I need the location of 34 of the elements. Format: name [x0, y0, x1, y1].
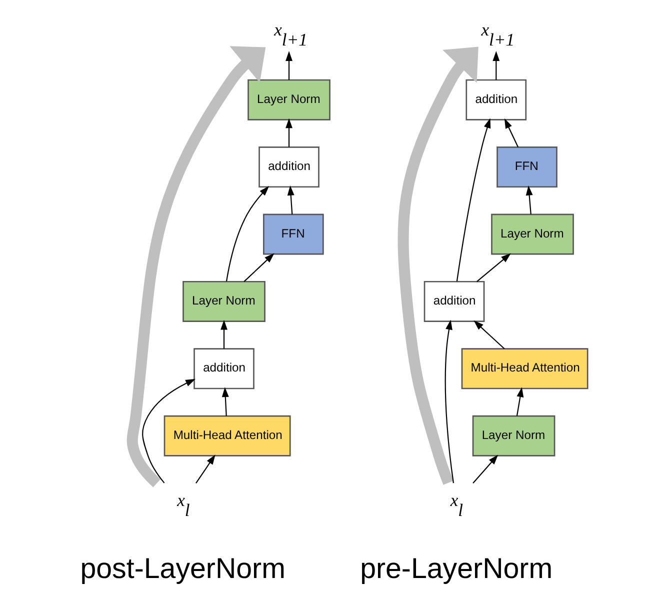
node-box: Layer Norm — [490, 214, 574, 255]
arrow — [285, 118, 292, 148]
node-box: addition — [258, 146, 319, 188]
arrow — [476, 253, 510, 282]
arrow — [397, 46, 478, 485]
node-box: addition — [465, 79, 526, 120]
node-box: addition — [423, 280, 484, 322]
arrow — [195, 454, 215, 484]
label: pre-LayerNorm — [360, 552, 552, 585]
node-box: Layer Norm — [182, 280, 265, 322]
arrow — [504, 118, 518, 148]
arrow — [472, 454, 498, 484]
label: post-LayerNorm — [80, 552, 285, 585]
arrow — [286, 185, 294, 214]
node-box: Multi-Head Attention — [460, 348, 588, 390]
arrow — [516, 387, 524, 416]
node-box: Layer Norm — [472, 415, 555, 456]
node-box: Layer Norm — [247, 79, 330, 120]
arrow — [456, 118, 490, 282]
arrow — [525, 185, 532, 214]
node-box: addition — [193, 348, 254, 390]
arrow — [221, 387, 228, 416]
node-box: FFN — [496, 146, 557, 188]
arrow — [126, 46, 266, 488]
arrow — [142, 378, 196, 484]
arrow — [473, 320, 504, 350]
arrow — [225, 186, 269, 282]
arrow — [492, 51, 500, 80]
arrow — [243, 253, 274, 282]
arrow — [285, 51, 292, 80]
node-box: FFN — [262, 214, 324, 255]
arrow — [444, 320, 454, 484]
arrow — [220, 320, 227, 349]
node-box: Multi-Head Attention — [163, 415, 290, 456]
